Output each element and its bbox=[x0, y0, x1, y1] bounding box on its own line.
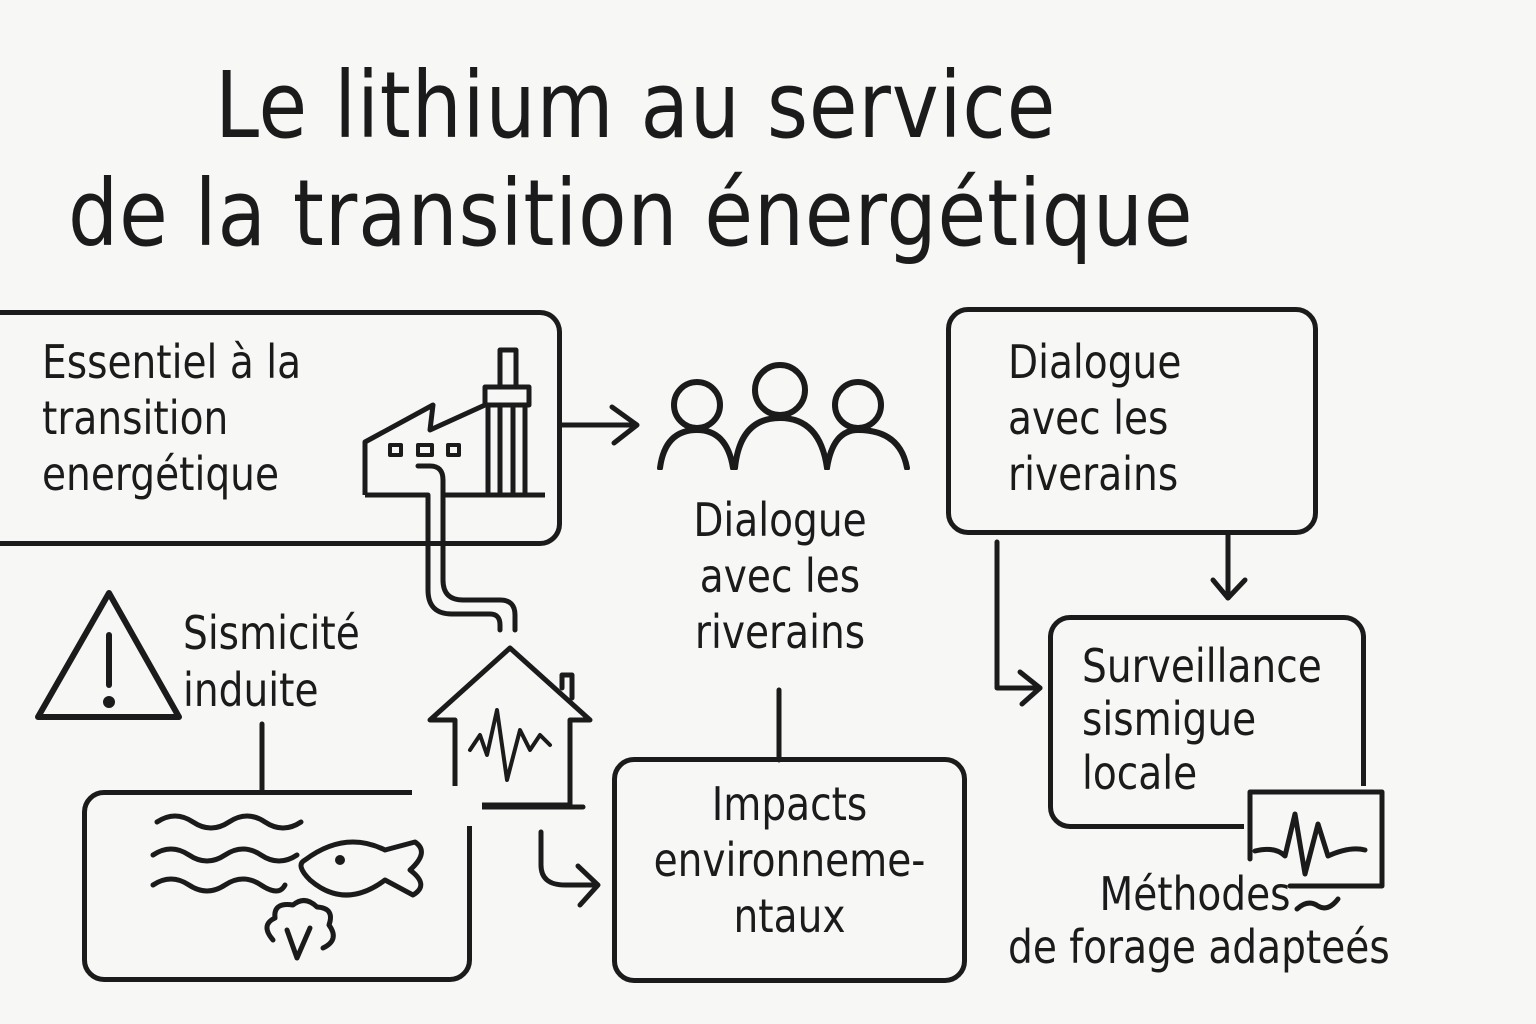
arrow-dialogue-right-down bbox=[1210, 532, 1248, 601]
people-group-icon bbox=[657, 362, 910, 470]
pipe-factory-to-house bbox=[415, 463, 518, 633]
seismograph-monitor-icon bbox=[1247, 789, 1385, 912]
factory-icon bbox=[362, 347, 545, 498]
arrow-house-to-impacts bbox=[538, 829, 601, 908]
node-dialogue-center-label: Dialogue avec les riverains bbox=[693, 493, 867, 660]
node-environment bbox=[82, 790, 472, 982]
house-seismic-icon bbox=[427, 645, 593, 810]
node-impacts-label: Impacts environneme- ntaux bbox=[653, 777, 926, 944]
warning-triangle-icon bbox=[35, 590, 182, 720]
node-surveillance-label: Surveillance sismigue locale bbox=[1082, 639, 1322, 800]
environment-box-gap bbox=[412, 786, 482, 826]
arrow-dialogue-right-elbow bbox=[994, 539, 1043, 707]
node-dialogue-right bbox=[946, 307, 1318, 535]
title-line-1: Le lithium au service bbox=[215, 52, 1057, 159]
node-methodes-label: Méthodes de forage adapteés bbox=[1008, 867, 1390, 975]
node-sismicite-label: Sismicité induite bbox=[183, 606, 360, 718]
title-line-2: de la transition énergétique bbox=[68, 160, 1194, 267]
water-fish-tree-icon bbox=[150, 813, 424, 961]
node-surveillance bbox=[1048, 615, 1366, 829]
node-essentiel bbox=[0, 310, 562, 546]
node-impacts bbox=[612, 757, 967, 983]
node-essentiel-label: Essentiel à la transition energétique bbox=[42, 335, 302, 502]
arrow-essentiel-to-dialogue bbox=[557, 404, 640, 446]
node-dialogue-right-label: Dialogue avec les riverains bbox=[1008, 335, 1182, 502]
